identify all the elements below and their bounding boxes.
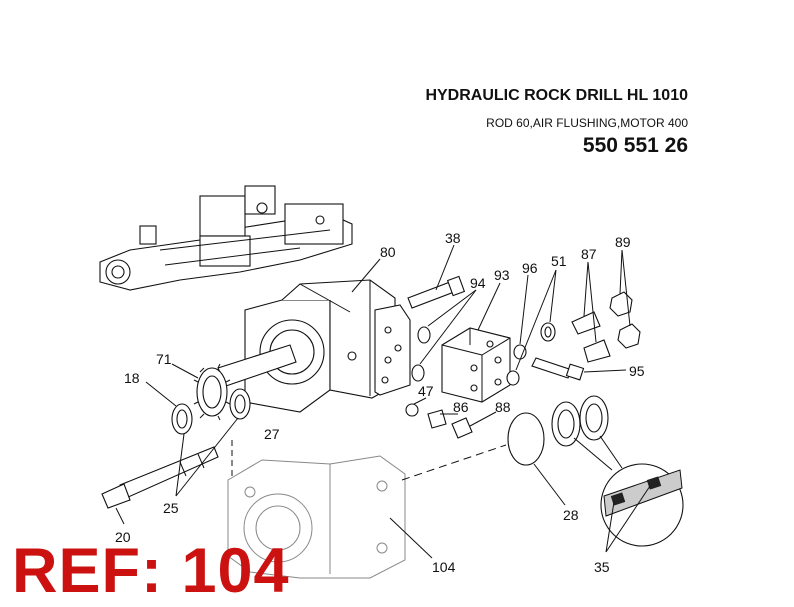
part-86-plug bbox=[427, 409, 447, 429]
callout-95: 95 bbox=[629, 363, 645, 379]
part-51-ring bbox=[540, 322, 556, 342]
part-35-seal bbox=[551, 395, 609, 447]
rock-drill-overview bbox=[99, 185, 353, 291]
callout-18: 18 bbox=[124, 370, 140, 386]
part-80-motor bbox=[244, 279, 411, 413]
callout-20: 20 bbox=[115, 529, 131, 545]
callout-93: 93 bbox=[494, 267, 510, 283]
callout-96: 96 bbox=[522, 260, 538, 276]
diagram-subtitle: ROD 60,AIR FLUSHING,MOTOR 400 bbox=[486, 116, 688, 130]
callout-leader-lines bbox=[115, 244, 651, 559]
part-89-nut bbox=[609, 291, 641, 349]
seal-detail-view bbox=[600, 463, 684, 547]
callout-25: 25 bbox=[163, 500, 179, 516]
callout-28: 28 bbox=[563, 507, 579, 523]
reference-number: REF: 104 bbox=[12, 536, 290, 606]
part-95-bolt bbox=[531, 357, 585, 381]
part-number: 550 551 26 bbox=[582, 134, 688, 157]
callout-35: 35 bbox=[594, 559, 610, 575]
callout-87: 87 bbox=[581, 246, 597, 262]
part-94-o-ring bbox=[411, 326, 431, 382]
callout-89: 89 bbox=[615, 234, 631, 250]
part-87-fitting bbox=[571, 311, 611, 363]
part-47-washer bbox=[405, 403, 419, 417]
callout-71: 71 bbox=[156, 351, 172, 367]
callout-27: 27 bbox=[264, 426, 280, 442]
part-88-cap bbox=[451, 417, 473, 439]
callout-104: 104 bbox=[432, 559, 456, 575]
callout-47: 47 bbox=[418, 383, 434, 399]
part-96-seal-ring bbox=[506, 344, 527, 386]
callout-86: 86 bbox=[453, 399, 469, 415]
diagram-title: HYDRAULIC ROCK DRILL HL 1010 bbox=[425, 87, 688, 104]
part-20-shaft bbox=[101, 446, 219, 509]
part-18-washer bbox=[171, 403, 193, 435]
part-25-washer bbox=[229, 388, 251, 420]
part-28-o-ring bbox=[507, 412, 545, 466]
part-104-housing bbox=[227, 455, 406, 579]
callout-88: 88 bbox=[495, 399, 511, 415]
part-71-gear bbox=[193, 344, 297, 421]
callout-51: 51 bbox=[551, 253, 567, 269]
callout-80: 80 bbox=[380, 244, 396, 260]
callout-94: 94 bbox=[470, 275, 486, 291]
callout-38: 38 bbox=[445, 230, 461, 246]
part-38-bolt bbox=[407, 275, 466, 309]
part-93-valve-block bbox=[441, 327, 511, 403]
